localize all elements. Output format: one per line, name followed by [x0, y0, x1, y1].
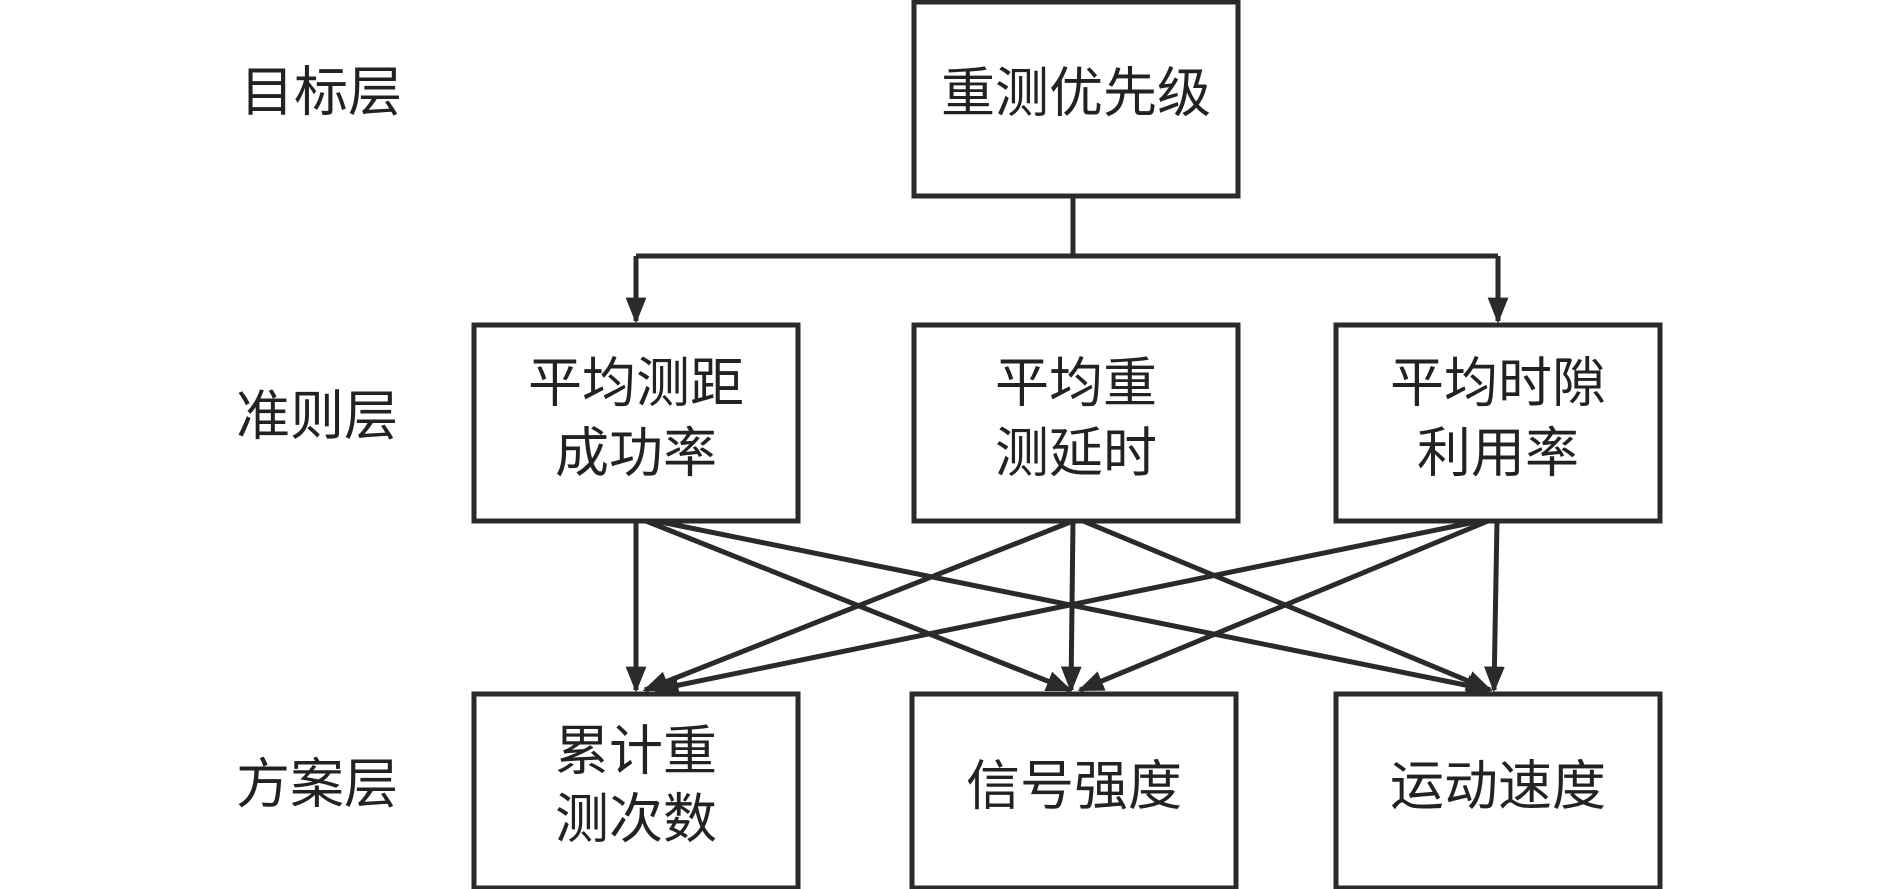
edge-c3-a2 [1077, 518, 1489, 693]
alternative-node-1: 累计重 测次数 [471, 691, 801, 889]
edge-c3-a1 [652, 518, 1481, 696]
alternative-node-2: 信号强度 [909, 691, 1239, 889]
edges [625, 196, 1509, 696]
layer-label-goal: 目标层 [240, 61, 402, 124]
criterion-1-line-2: 成功率 [555, 422, 717, 485]
criterion-3-line-1: 平均时隙 [1390, 352, 1606, 415]
alternative-node-3: 运动速度 [1333, 691, 1663, 889]
criterion-2-line-1: 平均重 [995, 352, 1157, 415]
layer-label-alternatives: 方案层 [236, 753, 398, 816]
edge-c3-a3 [1484, 520, 1505, 693]
alternative-2-label: 信号强度 [966, 755, 1182, 818]
criterion-2-line-2: 测延时 [995, 422, 1157, 485]
goal-node-label: 重测优先级 [941, 62, 1211, 125]
alternative-1-line-1: 累计重 [555, 720, 717, 783]
criterion-3-line-2: 利用率 [1417, 422, 1579, 485]
alternative-3-label: 运动速度 [1390, 755, 1606, 818]
edge-c2-a1 [642, 518, 1074, 693]
layer-label-criteria: 准则层 [236, 385, 398, 448]
criterion-1-line-1: 平均测距 [528, 352, 744, 415]
goal-node: 重测优先级 [911, 0, 1241, 199]
criterion-node-3: 平均时隙 利用率 [1333, 322, 1663, 524]
alternative-1-line-2: 测次数 [555, 788, 717, 851]
criterion-node-2: 平均重 测延时 [911, 322, 1241, 524]
criterion-node-1: 平均测距 成功率 [471, 322, 801, 524]
